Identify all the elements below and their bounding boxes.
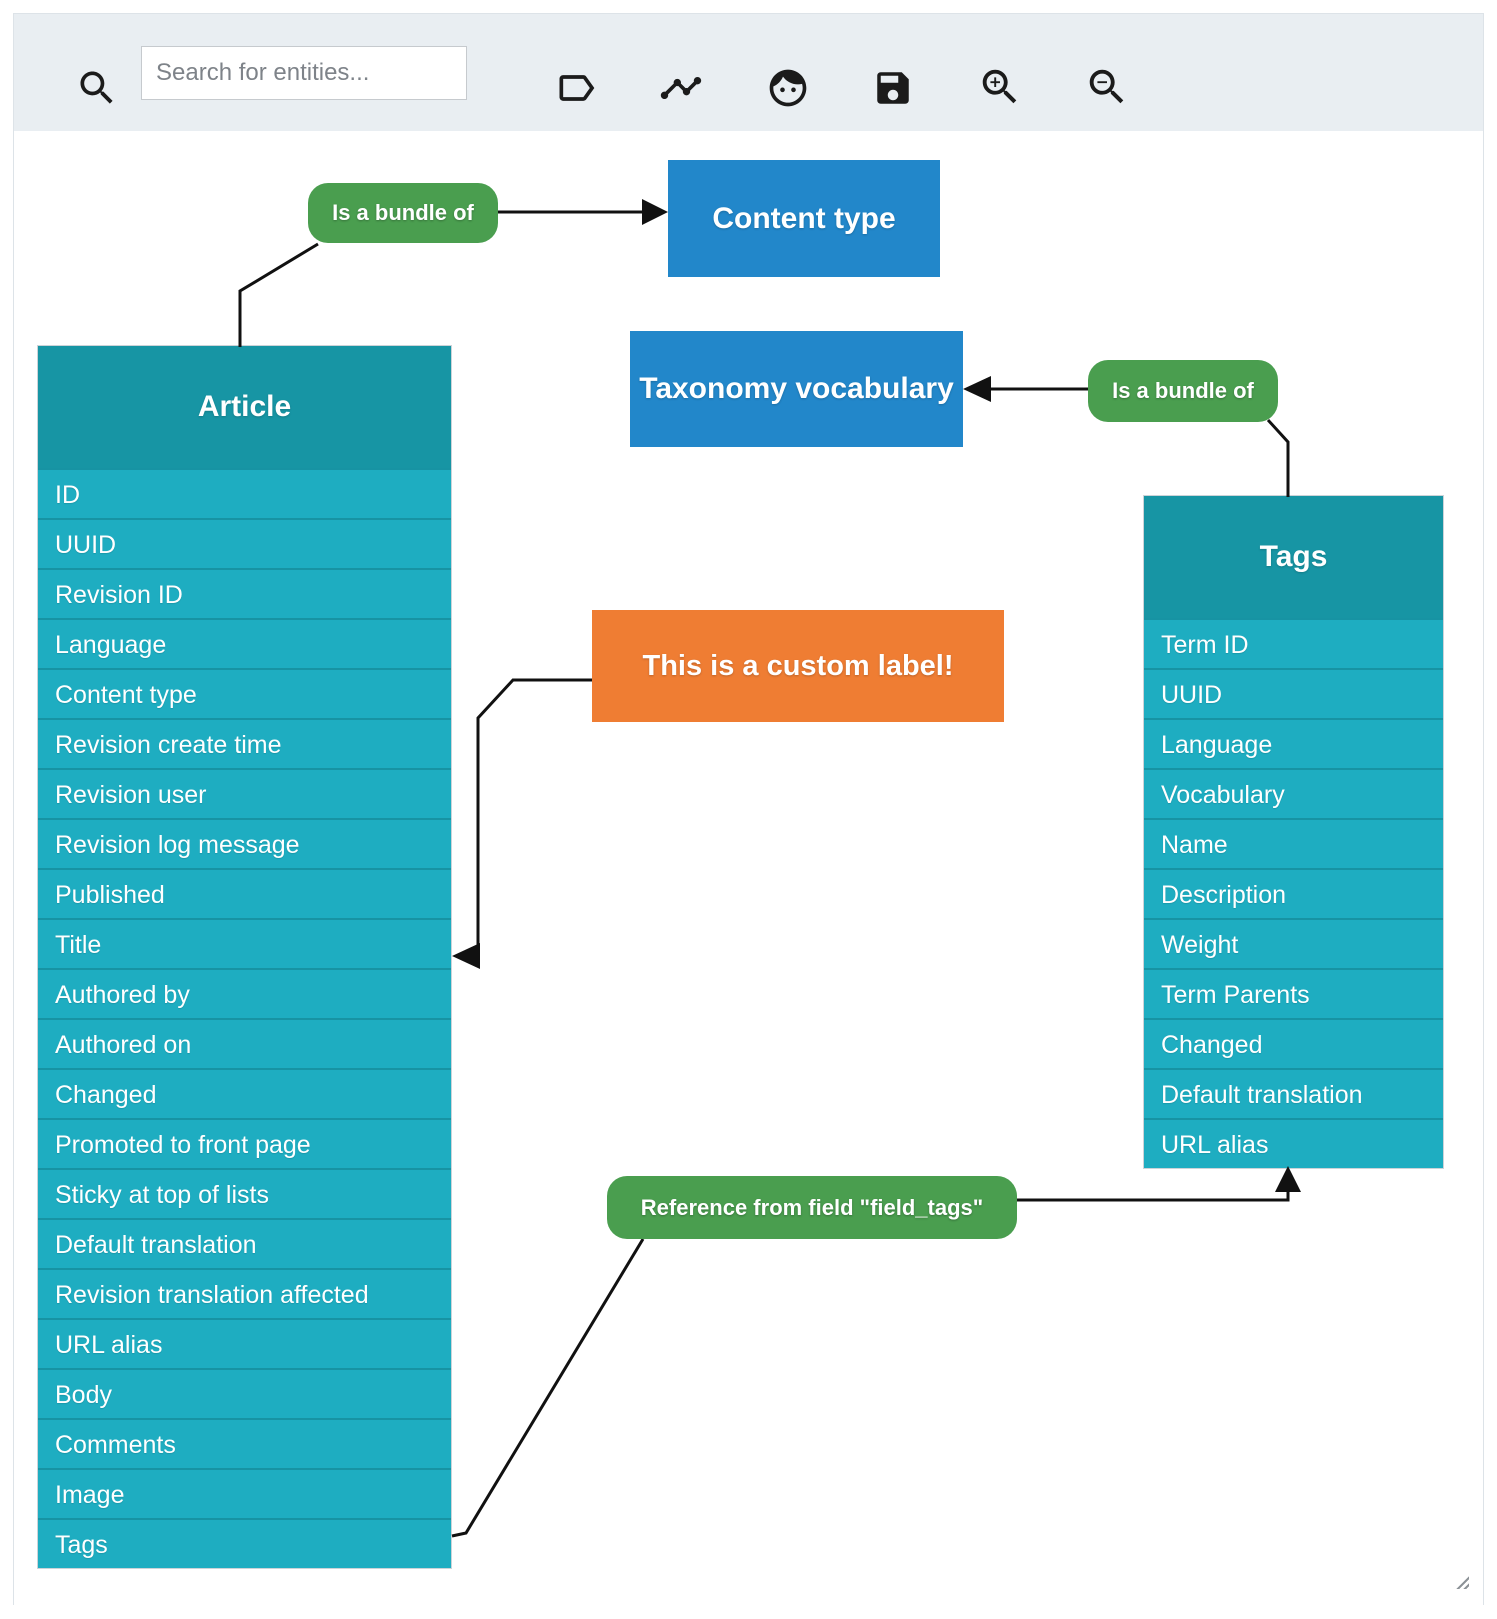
field-row: UUID	[1144, 668, 1443, 718]
toolbar	[14, 14, 1483, 131]
field-row: Revision user	[38, 768, 451, 818]
timeline-icon[interactable]	[659, 66, 703, 110]
field-row: Content type	[38, 668, 451, 718]
entity-taxonomy-vocabulary-title: Taxonomy vocabulary	[639, 372, 954, 405]
field-row: Revision ID	[38, 568, 451, 618]
field-row: Language	[38, 618, 451, 668]
field-row: Revision create time	[38, 718, 451, 768]
label-icon[interactable]	[554, 66, 598, 110]
field-row: ID	[38, 468, 451, 518]
field-row: URL alias	[1144, 1118, 1443, 1168]
custom-label[interactable]: This is a custom label!	[592, 610, 1004, 722]
search-icon	[75, 66, 119, 110]
entity-taxonomy-vocabulary[interactable]: Taxonomy vocabulary	[630, 331, 963, 447]
field-row: Vocabulary	[1144, 768, 1443, 818]
field-row: Comments	[38, 1418, 451, 1468]
field-row: Promoted to front page	[38, 1118, 451, 1168]
relation-label-bundle-article[interactable]: Is a bundle of	[308, 183, 498, 243]
entity-article-title: Article	[38, 346, 451, 468]
field-row: Name	[1144, 818, 1443, 868]
field-row: Revision translation affected	[38, 1268, 451, 1318]
field-row: Changed	[38, 1068, 451, 1118]
field-row: UUID	[38, 518, 451, 568]
face-icon[interactable]	[766, 66, 810, 110]
field-row: Term ID	[1144, 618, 1443, 668]
zoom-out-icon[interactable]	[1084, 64, 1130, 110]
field-row: Body	[38, 1368, 451, 1418]
field-row: Authored on	[38, 1018, 451, 1068]
entity-content-type-title: Content type	[712, 201, 896, 235]
field-row: Default translation	[38, 1218, 451, 1268]
field-row: Weight	[1144, 918, 1443, 968]
relation-label-bundle-tags[interactable]: Is a bundle of	[1088, 360, 1278, 422]
field-row: Term Parents	[1144, 968, 1443, 1018]
field-row: Description	[1144, 868, 1443, 918]
field-row: Revision log message	[38, 818, 451, 868]
field-row: Image	[38, 1468, 451, 1518]
search-input[interactable]	[141, 46, 467, 100]
field-row: Language	[1144, 718, 1443, 768]
field-row: Published	[38, 868, 451, 918]
field-row: Sticky at top of lists	[38, 1168, 451, 1218]
field-row: Default translation	[1144, 1068, 1443, 1118]
field-row: Authored by	[38, 968, 451, 1018]
field-row: Changed	[1144, 1018, 1443, 1068]
field-row: URL alias	[38, 1318, 451, 1368]
entity-tags-title: Tags	[1144, 496, 1443, 618]
save-icon[interactable]	[872, 67, 914, 109]
zoom-in-icon[interactable]	[977, 64, 1023, 110]
relation-label-reference-field-tags[interactable]: Reference from field "field_tags"	[607, 1176, 1017, 1239]
entity-content-type[interactable]: Content type	[668, 160, 940, 277]
field-row: Title	[38, 918, 451, 968]
field-row: Tags	[38, 1518, 451, 1568]
